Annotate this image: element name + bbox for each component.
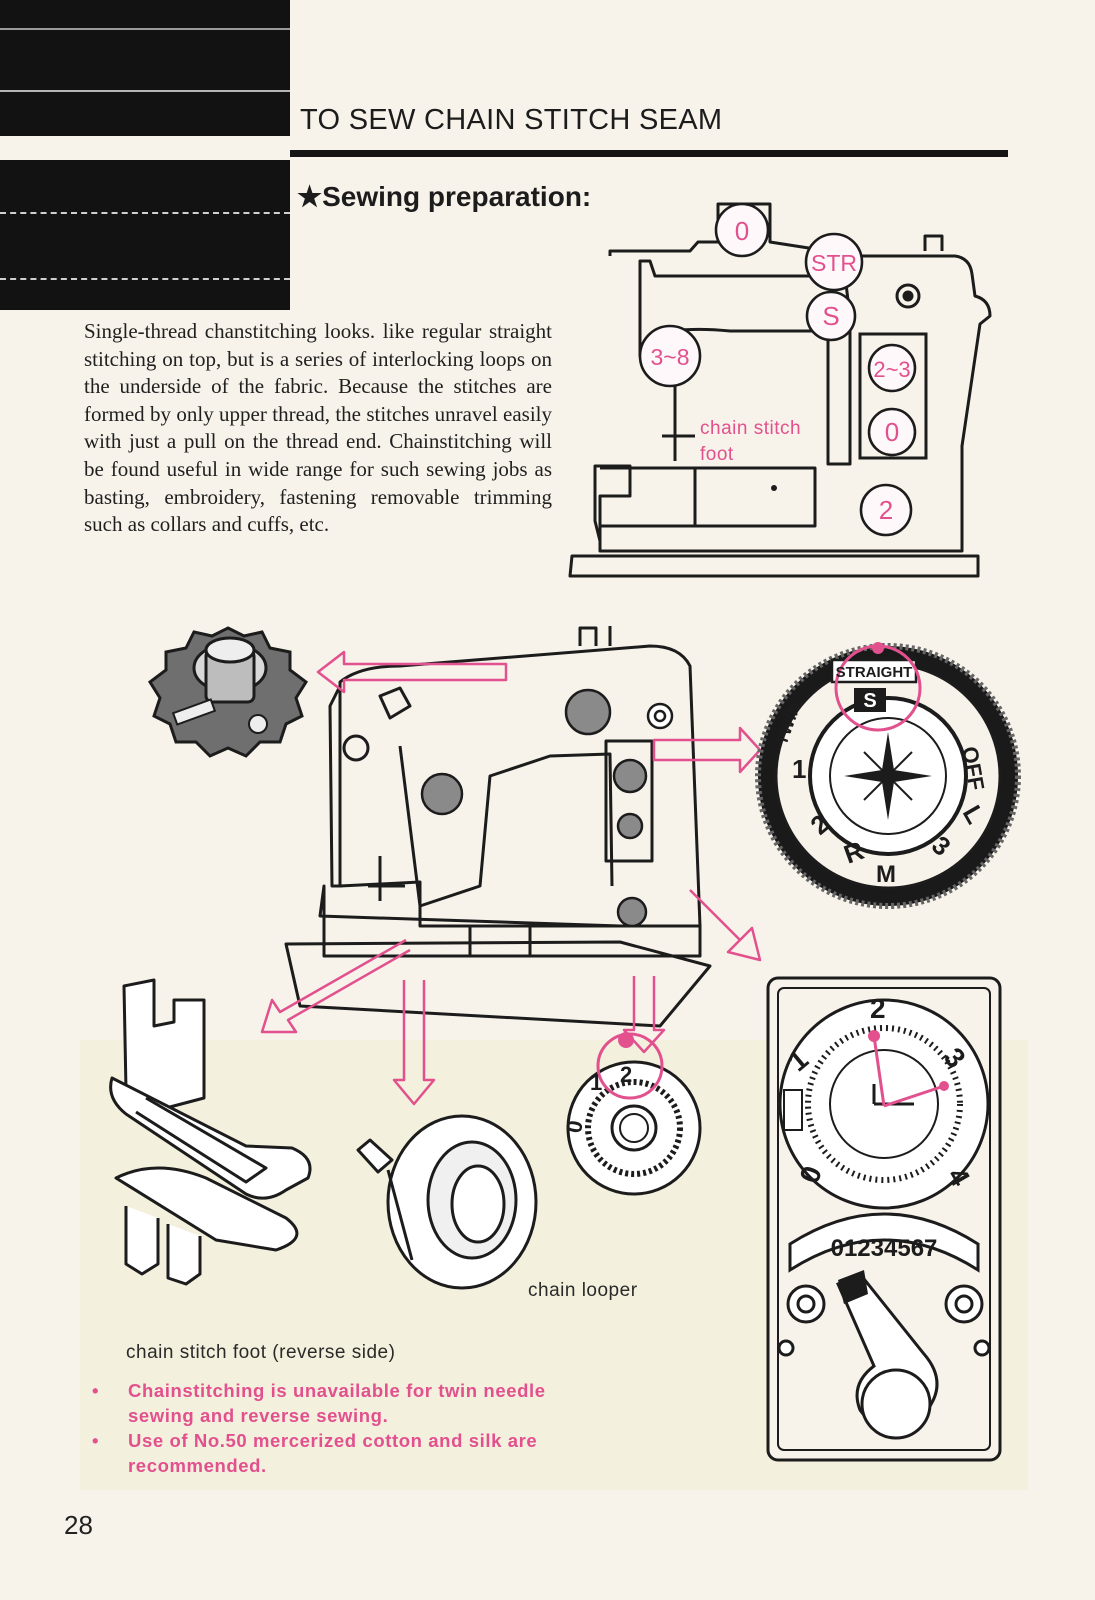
width-dial-2: 2	[870, 993, 886, 1024]
throat-plate-knob-illustration	[147, 626, 309, 758]
foot-reverse-side-label: chain stitch foot (reverse side)	[126, 1342, 396, 1363]
page-number: 28	[64, 1510, 93, 1540]
small-dial-2: 2	[620, 1062, 632, 1087]
title-rule	[290, 150, 1008, 157]
setting-top: 0	[735, 216, 749, 246]
setting-right-lower: 2	[879, 495, 893, 525]
length-scale-numbers: 01234567	[831, 1235, 938, 1262]
chain-looper-illustration	[356, 1114, 538, 1290]
setting-pattern: S	[822, 301, 839, 331]
dial-window-letter: S	[863, 690, 876, 712]
dial-label-m: M	[876, 861, 896, 888]
pattern-selector-dial: STRAIGHT S TWIN 1 2 R 3 M L OFF	[755, 642, 1021, 909]
setting-right-middle: 0	[885, 417, 899, 447]
small-dial-1: 1	[590, 1070, 602, 1095]
small-dial-illustration: 0 1 2	[561, 1032, 702, 1196]
note-item-1: • Chainstitching is unavailable for twin…	[92, 1380, 546, 1426]
chain-looper-label: chain looper	[528, 1280, 638, 1301]
setting-selector: STR	[811, 250, 857, 276]
page-title: TO SEW CHAIN STITCH SEAM	[300, 104, 723, 136]
chain-stitch-foot-label: chain stitch foot	[700, 418, 802, 465]
dial-window-label: STRAIGHT	[836, 664, 913, 681]
fabric-sample-top	[0, 0, 290, 136]
small-dial-0: 0	[561, 1118, 588, 1134]
intro-paragraph: Single-thread chanstitching looks. like …	[84, 319, 552, 537]
chain-stitch-foot-illustration	[109, 978, 312, 1286]
machine-settings-diagram: 0 STR S 3~8 2~3 0 2	[568, 202, 992, 578]
stitch-control-panel: 0 1 2 3 4 01234567	[766, 976, 1002, 1462]
sewing-machine-illustration	[284, 626, 712, 1028]
fabric-sample-bottom	[0, 160, 290, 310]
dial-label-1: 1	[792, 754, 806, 784]
note-item-2: • Use of No.50 mercerized cotton and sil…	[92, 1430, 538, 1476]
setting-left: 3~8	[650, 344, 689, 370]
setting-right-upper: 2~3	[873, 357, 910, 382]
section-subtitle: ★Sewing preparation:	[297, 181, 592, 212]
